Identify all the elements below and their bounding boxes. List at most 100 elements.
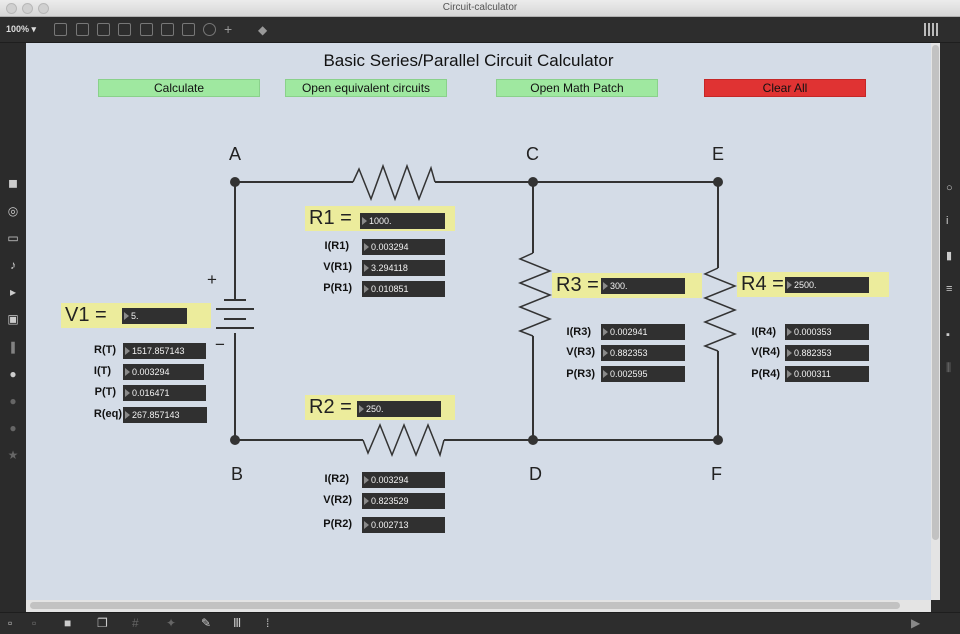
mixer-icon[interactable]: ⫼ — [946, 362, 952, 374]
cube-icon[interactable]: ◼ — [8, 176, 18, 190]
page-title: Basic Series/Parallel Circuit Calculator — [323, 51, 614, 70]
search-icon[interactable]: ○ — [946, 182, 953, 194]
node-a-dot — [230, 177, 240, 187]
lock-icon[interactable]: ▫ — [8, 616, 13, 630]
node-e-label: E — [712, 144, 725, 164]
vertical-scrollbar[interactable] — [931, 43, 940, 600]
star-icon[interactable]: ★ — [7, 448, 19, 462]
it-label: I(T) — [93, 365, 111, 377]
resistor-r3-symbol — [517, 252, 553, 337]
button-object-icon[interactable] — [140, 23, 153, 36]
vr4-label: V(R4) — [751, 346, 780, 358]
rt-label: R(T) — [94, 344, 116, 356]
ir3-label: I(R3) — [566, 326, 591, 338]
right-sidebar: ○ i ▮ ≡ ▪ ⫼ — [940, 43, 960, 614]
square-icon[interactable]: ■ — [64, 616, 72, 630]
it-number-box: 0.003294 — [123, 364, 204, 380]
pr4-number-box: 0.000311 — [785, 366, 869, 382]
ir3-number-box: 0.002941 — [601, 324, 685, 340]
camera-icon[interactable]: ▪ — [946, 329, 950, 341]
v-badge-icon[interactable]: ● — [9, 394, 17, 408]
pt-label: P(T) — [94, 386, 116, 398]
image-icon[interactable]: ▣ — [7, 312, 19, 326]
r3-label: R3 = — [556, 274, 599, 296]
node-c-dot — [528, 177, 538, 187]
left-sidebar: ◼ ◎ ▭ ♪ ▸ ▣ ∥ ● ● ● ★ — [0, 43, 26, 614]
rt-number-box: 1517.857143 — [123, 343, 206, 359]
pr1-label: P(R1) — [323, 282, 352, 294]
wrench-icon[interactable]: ✎ — [201, 616, 212, 630]
node-e-dot — [713, 177, 723, 187]
horizontal-scroll-thumb[interactable] — [30, 602, 900, 609]
v1-number-box[interactable]: 5. — [122, 308, 187, 324]
lock-toolbar-icon[interactable] — [54, 23, 67, 36]
horizontal-scrollbar[interactable] — [26, 600, 931, 612]
battery-minus-sign: − — [215, 335, 225, 354]
pr2-label: P(R2) — [323, 518, 352, 530]
grid-toggle-icon[interactable] — [924, 23, 938, 36]
toolbar: 100% ▾ + ◆ — [0, 17, 960, 43]
vr1-label: V(R1) — [323, 261, 352, 273]
r3-number-box[interactable]: 300. — [601, 278, 685, 294]
comment-icon[interactable] — [97, 23, 110, 36]
grid-icon[interactable]: # — [132, 616, 139, 630]
wand-icon[interactable]: ✦ — [166, 616, 177, 630]
node-b-label: B — [231, 464, 244, 484]
node-d-label: D — [529, 464, 542, 484]
panel-icon[interactable]: ▭ — [7, 231, 19, 245]
dots-grid-icon[interactable]: ⁞ — [266, 616, 270, 630]
vr3-label: V(R3) — [566, 346, 595, 358]
copy-icon[interactable]: ❐ — [97, 616, 108, 630]
pr3-label: P(R3) — [566, 368, 595, 380]
calculate-button[interactable]: Calculate — [98, 79, 260, 97]
slider-object-icon[interactable] — [182, 23, 195, 36]
zoom-window-button[interactable] — [38, 3, 49, 14]
paint-bucket-icon[interactable]: ◆ — [258, 23, 268, 37]
r4-number-box[interactable]: 2500. — [785, 277, 869, 293]
layout-icon[interactable] — [76, 23, 89, 36]
ir4-label: I(R4) — [751, 326, 776, 338]
step-icon[interactable]: ▸ — [9, 285, 17, 299]
message-icon[interactable] — [118, 23, 131, 36]
open-math-patch-button[interactable]: Open Math Patch — [496, 79, 658, 97]
node-b-dot — [230, 435, 240, 445]
o-badge-icon[interactable]: ● — [9, 421, 17, 435]
r1-number-box[interactable]: 1000. — [360, 213, 445, 229]
open-equivalent-circuits-button[interactable]: Open equivalent circuits — [285, 79, 447, 97]
minimize-window-button[interactable] — [22, 3, 33, 14]
window-title: Circuit-calculator — [442, 2, 518, 13]
resistor-r4-symbol — [702, 267, 738, 352]
plug-icon[interactable]: ● — [9, 367, 17, 381]
node-f-label: F — [711, 464, 722, 484]
clear-all-button[interactable]: Clear All — [704, 79, 866, 97]
list-icon[interactable]: ≡ — [946, 283, 953, 295]
toggle-object-icon[interactable] — [161, 23, 174, 36]
ir4-number-box: 0.000353 — [785, 324, 869, 340]
music-note-icon[interactable]: ♪ — [10, 258, 16, 272]
paperclip-icon[interactable]: ∥ — [10, 340, 16, 354]
resistor-r2-symbol — [362, 422, 445, 458]
pr4-label: P(R4) — [751, 368, 780, 380]
info-icon[interactable]: i — [946, 215, 949, 227]
play-icon[interactable]: ▶ — [911, 616, 921, 630]
circle-target-icon[interactable]: ◎ — [7, 204, 19, 218]
columns-icon[interactable]: Ⅲ — [233, 616, 242, 630]
battery-plus-sign: + — [207, 270, 217, 289]
zoom-level[interactable]: 100% ▾ — [6, 24, 37, 34]
node-f-dot — [713, 435, 723, 445]
node-a-label: A — [229, 144, 242, 164]
add-icon[interactable]: + — [224, 21, 233, 37]
node-d-dot — [528, 435, 538, 445]
r2-number-box[interactable]: 250. — [357, 401, 441, 417]
circuit-diagram — [216, 163, 738, 458]
resistor-r1-symbol — [352, 163, 436, 202]
dial-object-icon[interactable] — [203, 23, 216, 36]
inspector-icon[interactable]: ▮ — [946, 250, 953, 262]
ir1-label: I(R1) — [324, 240, 349, 252]
vertical-scroll-thumb[interactable] — [932, 45, 939, 540]
pt-number-box: 0.016471 — [123, 385, 206, 401]
presentation-icon[interactable]: ▫ — [32, 616, 37, 630]
r1-label: R1 = — [309, 207, 352, 229]
req-number-box: 267.857143 — [123, 407, 207, 423]
close-window-button[interactable] — [6, 3, 17, 14]
